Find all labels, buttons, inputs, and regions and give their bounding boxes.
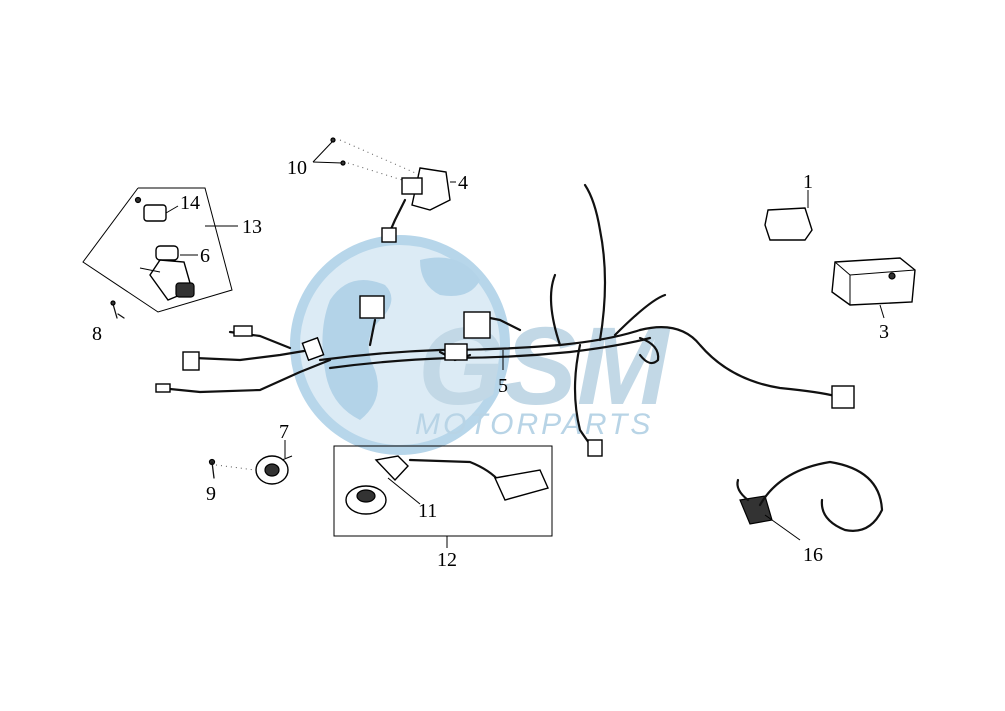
leader-10a — [312, 141, 333, 163]
callout-13: 13 — [242, 216, 262, 238]
lock-cylinder-part — [134, 196, 167, 222]
ignition-coil — [493, 469, 549, 501]
harness-rear-branch — [638, 326, 837, 398]
leader-11 — [387, 477, 421, 505]
callout-1: 1 — [803, 171, 813, 193]
watermark: GSM MOTORPARTS — [290, 235, 671, 455]
battery-part — [831, 257, 916, 319]
ignition-switch-group — [82, 187, 238, 313]
leader-14 — [165, 205, 179, 214]
regulator-part — [736, 460, 884, 541]
callout-6: 6 — [200, 245, 210, 267]
harness-trunk — [318, 328, 642, 362]
horn-part — [255, 440, 293, 485]
harness-left-connector — [182, 351, 200, 371]
watermark-brand: MOTORPARTS — [415, 408, 653, 441]
leader-3 — [879, 304, 885, 319]
spark-plug-cap-group — [333, 445, 553, 548]
leader-16 — [764, 514, 801, 541]
watermark-logo: GSM — [418, 305, 671, 428]
harness-mid-block — [463, 311, 491, 339]
main-wiring-harness — [155, 183, 855, 457]
relay-part — [764, 190, 813, 241]
group-13-outline — [82, 187, 233, 313]
callout-5: 5 — [498, 375, 508, 397]
screw-8-part — [110, 300, 125, 319]
callout-12: 12 — [437, 549, 457, 571]
callout-4: 4 — [458, 172, 468, 194]
callout-9: 9 — [206, 483, 216, 505]
leader-10b — [312, 161, 343, 164]
callout-10: 10 — [287, 157, 307, 179]
callout-8: 8 — [92, 323, 102, 345]
harness-upper-connector — [359, 295, 385, 319]
callout-3: 3 — [879, 321, 889, 343]
screw-9-part — [208, 458, 256, 479]
callout-7: 7 — [279, 421, 289, 443]
handlebar-switch-group — [312, 137, 456, 243]
group-12-outline — [333, 445, 553, 537]
switch-connector — [381, 227, 397, 243]
callout-14: 14 — [180, 192, 200, 214]
watermark-continent-2 — [420, 257, 480, 296]
callout-11: 11 — [418, 500, 437, 522]
harness-rear-connector — [831, 385, 855, 409]
watermark-globe-ring — [290, 235, 510, 455]
callout-16: 16 — [803, 544, 823, 566]
ignition-switch-part — [139, 245, 195, 301]
